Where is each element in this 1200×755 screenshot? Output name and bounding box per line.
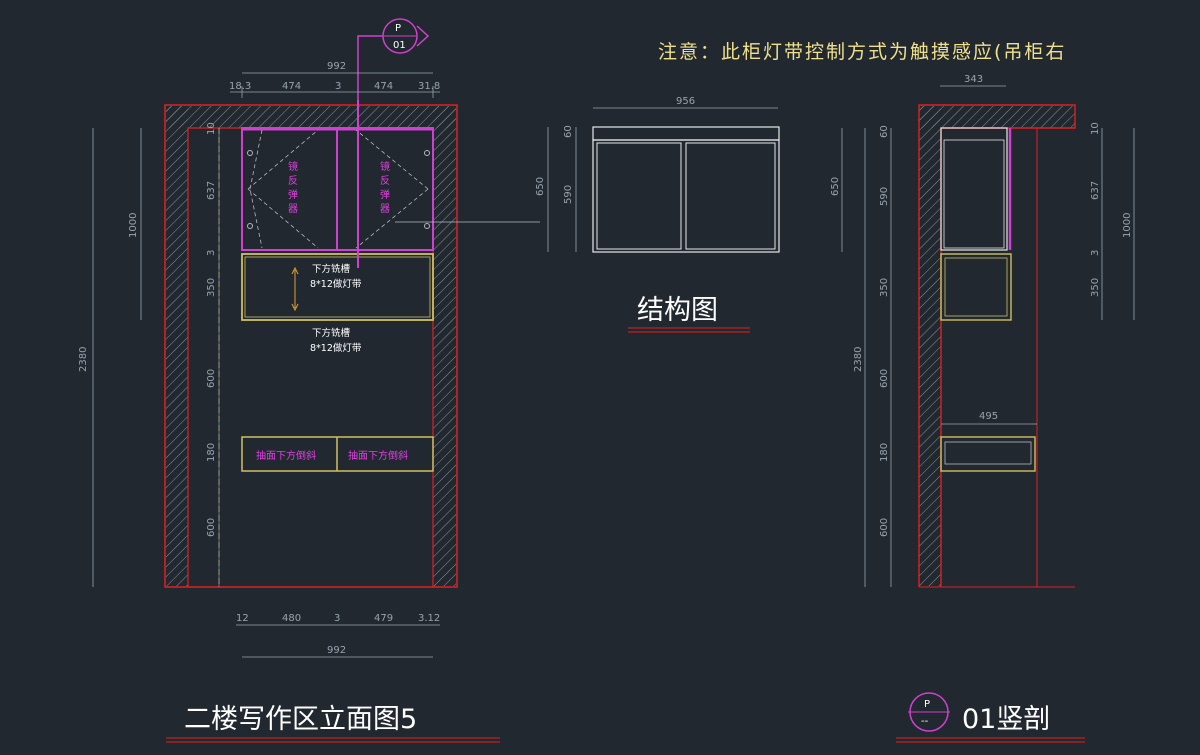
dim-inner-6: 180 xyxy=(206,443,217,462)
section-col-2: 590 xyxy=(879,187,890,206)
section-col-3: 350 xyxy=(879,278,890,297)
section-right-1: 10 xyxy=(1090,122,1101,135)
dim-inner-1: 10 xyxy=(206,122,217,135)
structure-h-top: 60 xyxy=(563,125,574,138)
section-right-2: 637 xyxy=(1090,181,1101,200)
section-right-3: 3 xyxy=(1090,250,1101,256)
dim-inner-5: 600 xyxy=(206,369,217,388)
wall-inner-outline xyxy=(187,127,434,587)
dim-bottom-seg-4: 479 xyxy=(374,613,393,624)
strip-label-4: 8*12做灯带 xyxy=(310,342,362,354)
dim-top-seg-4: 474 xyxy=(374,81,393,92)
elevation-title: 二楼写作区立面图5 xyxy=(184,704,417,735)
dim-left-sub: 1000 xyxy=(128,213,139,238)
dim-top-seg-2: 474 xyxy=(282,81,301,92)
dim-left-overall: 2380 xyxy=(78,347,89,372)
door-text-right-1: 镜 xyxy=(380,160,390,173)
strip-label-3: 下方铣槽 xyxy=(312,327,351,339)
strip-label-2: 8*12做灯带 xyxy=(310,278,362,290)
right-wall-hatch xyxy=(433,106,456,586)
section-left-overall: 2380 xyxy=(853,347,864,372)
door-text-right-4: 器 xyxy=(380,203,390,215)
symbol-top-letter: P xyxy=(395,23,401,34)
dim-top-seg-3: 3 xyxy=(335,81,341,92)
dim-inner-4: 350 xyxy=(206,278,217,297)
structure-title: 结构图 xyxy=(637,295,718,326)
elevation-drawing: 镜 反 弹 器 镜 反 弹 器 下方铣槽 8*12做灯带 下方铣槽 8*12做灯… xyxy=(78,35,540,658)
drawer-label-left: 抽面下方倒斜 xyxy=(256,449,316,462)
dim-bottom-seg-2: 480 xyxy=(282,613,301,624)
section-col-4: 600 xyxy=(879,369,890,388)
section-wall-outline xyxy=(918,104,1076,587)
structure-width: 956 xyxy=(676,96,695,107)
dim-inner-2: 637 xyxy=(206,181,217,200)
symbol-top-number: 01 xyxy=(393,40,406,51)
section-drawer-depth: 495 xyxy=(979,411,998,422)
dim-bottom-overall: 992 xyxy=(327,645,346,656)
section-drawing: 343 495 2380 650 60 590 350 600 180 600 … xyxy=(830,74,1135,588)
symbol-bottom-number: -- xyxy=(921,716,929,727)
door-text-left-1: 镜 xyxy=(288,160,298,173)
structure-drawing: 956 650 590 60 结构图 xyxy=(535,96,780,333)
section-left-sub: 650 xyxy=(830,177,841,196)
structure-h-inner: 590 xyxy=(563,185,574,204)
section-col-5: 180 xyxy=(879,443,890,462)
section-col-1: 60 xyxy=(879,125,890,138)
left-wall-hatch xyxy=(166,106,188,586)
section-symbol-bottom: P -- xyxy=(908,692,950,732)
door-text-left-2: 反 xyxy=(288,175,298,187)
strip-label-1: 下方铣槽 xyxy=(312,263,351,275)
section-symbol-top: P 01 xyxy=(382,18,430,54)
open-shelf xyxy=(241,253,434,321)
door-text-left-3: 弹 xyxy=(288,188,298,201)
top-wall-hatch xyxy=(166,106,456,128)
section-right-overall: 1000 xyxy=(1122,213,1133,238)
section-right-4: 350 xyxy=(1090,278,1101,297)
dim-bottom-seg-3: 3 xyxy=(334,613,340,624)
dim-top-seg-5: 31.8 xyxy=(418,81,440,92)
dim-inner-3: 3 xyxy=(206,250,217,256)
wall-outer-outline xyxy=(164,104,458,588)
section-col-6: 600 xyxy=(879,518,890,537)
section-title: 01竖剖 xyxy=(962,704,1050,735)
door-text-left-4: 器 xyxy=(288,203,298,215)
drawer-label-right: 抽面下方倒斜 xyxy=(348,449,408,462)
dim-bottom-seg-5: 3.12 xyxy=(418,613,440,624)
note-text: 注意：此柜灯带控制方式为触摸感应(吊柜右 xyxy=(658,41,1066,63)
door-text-right-2: 反 xyxy=(380,175,390,187)
door-text-right-3: 弹 xyxy=(380,188,390,201)
dim-top-overall: 992 xyxy=(327,61,346,72)
section-drawer xyxy=(940,436,1036,472)
dim-inner-7: 600 xyxy=(206,518,217,537)
symbol-bottom-letter: P xyxy=(924,699,930,710)
dim-bottom-seg-1: 12 xyxy=(236,613,249,624)
section-leader xyxy=(357,35,383,268)
section-top-depth: 343 xyxy=(964,74,983,85)
dim-top-seg-1: 18.3 xyxy=(229,81,251,92)
structure-h-outer: 650 xyxy=(535,177,546,196)
structure-body xyxy=(592,139,780,253)
